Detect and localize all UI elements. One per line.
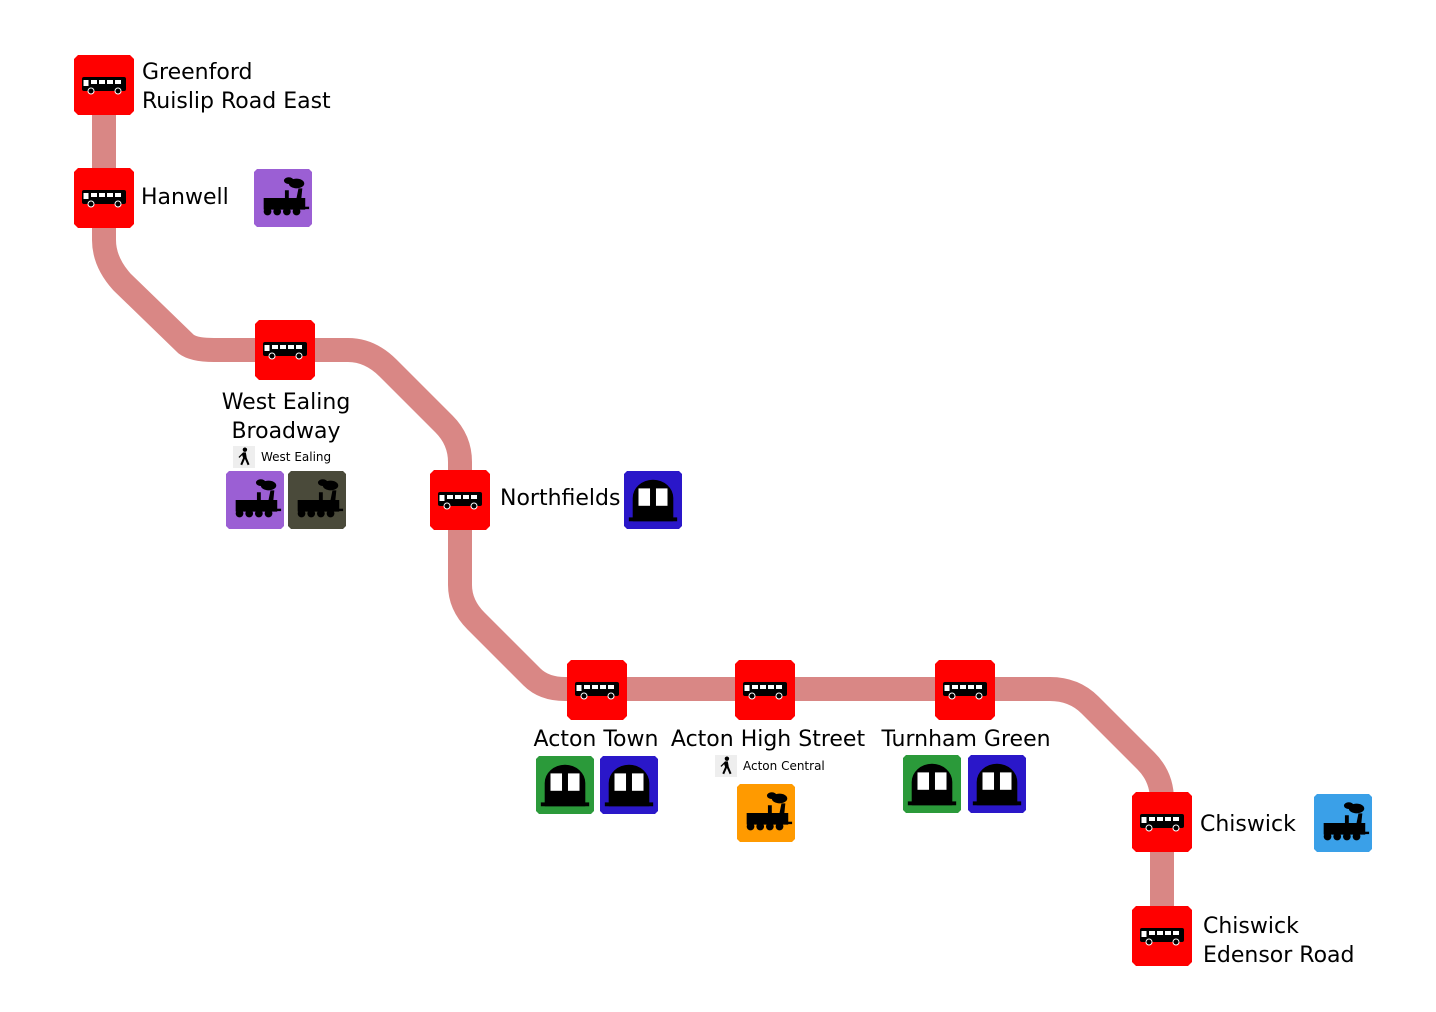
stop-label-turnham-green: Turnham Green	[881, 725, 1050, 754]
bus-stop-turnham-green[interactable]	[935, 660, 995, 720]
connection-northfields-tube[interactable]	[624, 471, 682, 529]
stop-label-greenford: Greenford Ruislip Road East	[142, 58, 331, 116]
connection-acton-high-street-train[interactable]	[737, 784, 795, 842]
stop-name-line: West Ealing	[221, 390, 351, 415]
connection-west-ealing-broadway-train[interactable]	[226, 471, 284, 529]
bus-stop-chiswick-edensor-road[interactable]	[1132, 906, 1192, 966]
stop-name-line: Edensor Road	[1203, 943, 1355, 968]
bus-stop-chiswick[interactable]	[1132, 792, 1192, 852]
stop-name-line: Broadway	[231, 419, 341, 444]
stop-name-line: Chiswick	[1200, 812, 1296, 837]
stop-label-chiswick-edensor-road: Chiswick Edensor Road	[1203, 912, 1355, 970]
bus-stop-acton-town[interactable]	[567, 660, 627, 720]
bus-stop-greenford[interactable]	[74, 55, 134, 115]
connection-chiswick-train[interactable]	[1314, 794, 1372, 852]
stop-name-line: Acton High Street	[670, 727, 866, 752]
connection-turnham-green-tube[interactable]	[968, 755, 1026, 813]
walk-link-acton-central[interactable]: Acton Central	[715, 755, 825, 777]
bus-stop-northfields[interactable]	[430, 470, 490, 530]
stop-label-west-ealing-broadway: West Ealing Broadway	[222, 388, 351, 446]
connection-acton-town-tube[interactable]	[536, 756, 594, 814]
pedestrian-icon	[715, 755, 737, 777]
stop-name-line: Acton Town	[533, 727, 659, 752]
stop-label-acton-town: Acton Town	[534, 725, 659, 754]
stop-name-line: Northfields	[500, 486, 621, 511]
connection-turnham-green-tube[interactable]	[903, 755, 961, 813]
walk-destination-label: West Ealing	[261, 450, 332, 464]
stop-label-hanwell: Hanwell	[141, 183, 229, 212]
stop-label-northfields: Northfields	[500, 484, 620, 513]
pedestrian-icon	[233, 446, 255, 468]
stop-name-line: Greenford	[142, 60, 253, 85]
stop-name-line: Ruislip Road East	[142, 89, 331, 114]
bus-stop-acton-high-street[interactable]	[735, 660, 795, 720]
stop-name-line: Hanwell	[141, 185, 229, 210]
bus-stop-west-ealing-broadway[interactable]	[255, 320, 315, 380]
stop-name-line: Turnham Green	[881, 727, 1051, 752]
stop-name-line: Chiswick	[1203, 914, 1299, 939]
walk-link-west-ealing[interactable]: West Ealing	[233, 446, 331, 468]
connection-acton-town-tube[interactable]	[600, 756, 658, 814]
bus-stop-hanwell[interactable]	[74, 168, 134, 228]
connection-west-ealing-broadway-train[interactable]	[288, 471, 346, 529]
connection-hanwell-train[interactable]	[254, 169, 312, 227]
stop-label-chiswick: Chiswick	[1200, 810, 1296, 839]
stop-label-acton-high-street: Acton High Street	[671, 725, 865, 754]
walk-destination-label: Acton Central	[743, 759, 825, 773]
